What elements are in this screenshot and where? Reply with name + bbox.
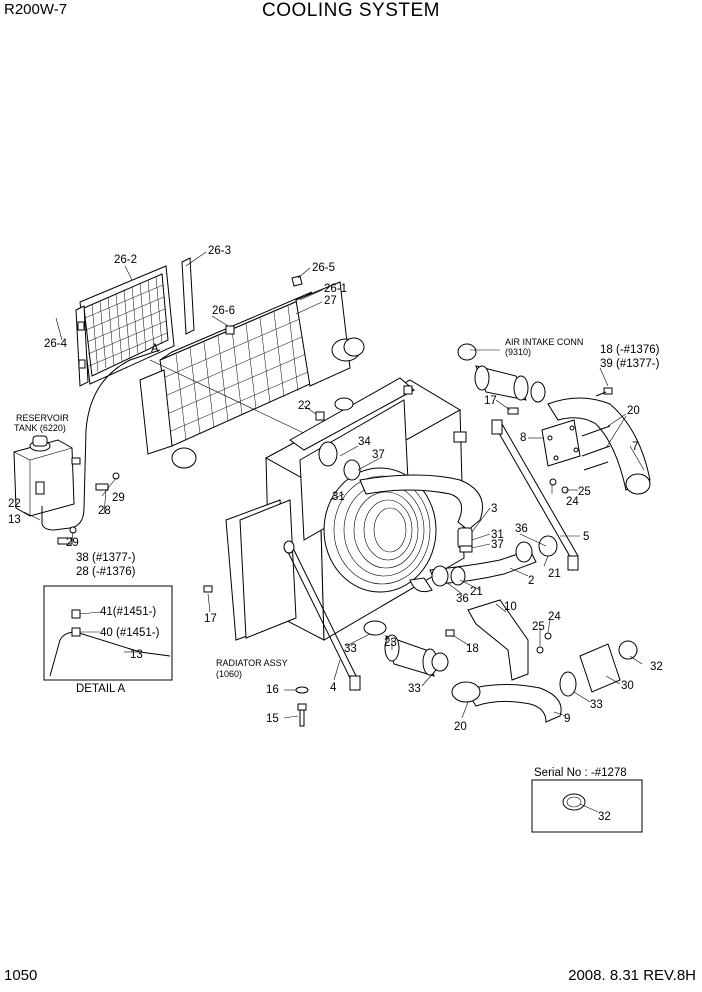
callout-23: 23 <box>384 637 397 649</box>
callout-25-top: 25 <box>578 486 591 498</box>
air-intake-conn-code: (9310) <box>505 347 531 357</box>
page-number: 1050 <box>4 967 38 984</box>
callout-2: 2 <box>528 575 534 587</box>
detail-a-caption: DETAIL A <box>76 683 126 695</box>
date-revision: 2008. 8.31 REV.8H <box>568 967 696 984</box>
callout-3: 3 <box>491 503 497 515</box>
model-code: R200W-7 <box>4 1 68 18</box>
callout-39: 39 (#1377-) <box>600 358 660 370</box>
callout-16: 16 <box>266 684 279 696</box>
callout-34: 34 <box>358 436 371 448</box>
callout-20-top: 20 <box>627 405 640 417</box>
radiator-assy-label: RADIATOR ASSY <box>216 658 288 668</box>
reservoir-code: TANK (6220) <box>14 423 66 433</box>
callout-22-cap: 22 <box>298 400 311 412</box>
callout-26-4: 26-4 <box>44 338 68 350</box>
callout-4: 4 <box>330 682 337 694</box>
callout-24-top: 24 <box>566 496 579 508</box>
page-title: COOLING SYSTEM <box>261 0 441 21</box>
radiator-assy-code: (1060) <box>216 669 242 679</box>
charge-air-cooler <box>75 257 365 469</box>
callout-20-bottom: 20 <box>454 721 467 733</box>
bolt-15 <box>295 686 309 727</box>
callout-31-right: 31 <box>491 529 504 541</box>
reservoir-tank <box>13 435 81 517</box>
rod-4 <box>285 547 353 683</box>
callout-21-mid: 21 <box>470 586 483 598</box>
reservoir-label: RESERVOIR <box>16 413 69 423</box>
callout-31-left: 31 <box>332 491 345 503</box>
callout-28-top: 28 <box>98 505 111 517</box>
callout-29-bottom: 29 <box>66 537 79 549</box>
radiator-assy <box>225 377 467 641</box>
callout-27: 27 <box>324 295 337 307</box>
callout-26-2: 26-2 <box>114 254 137 266</box>
callout-18: 18 (-#1376) <box>600 344 660 356</box>
callout-18-bottom: 18 <box>466 643 479 655</box>
callout-38: 38 (#1377-) <box>76 552 136 564</box>
callout-32-serial: 32 <box>598 811 611 823</box>
detail-a-box <box>43 585 173 681</box>
callout-41: 41(#1451-) <box>100 606 156 618</box>
callout-7: 7 <box>632 441 638 453</box>
callout-32: 32 <box>650 661 663 673</box>
callout-29-top: 29 <box>112 492 125 504</box>
callout-24-bottom: 24 <box>548 611 561 623</box>
leader-lines <box>23 251 645 813</box>
callout-33-mid: 33 <box>408 683 421 695</box>
callout-8: 8 <box>520 432 526 444</box>
callout-15: 15 <box>266 713 279 725</box>
serial-box <box>531 779 643 833</box>
callout-25-bottom: 25 <box>532 621 545 633</box>
callout-10: 10 <box>504 601 517 613</box>
callout-a: A <box>151 343 159 355</box>
callout-5: 5 <box>583 531 589 543</box>
callout-26-3: 26-3 <box>208 245 231 257</box>
callout-26-1: 26-1 <box>324 283 347 295</box>
air-intake-conn <box>457 343 651 495</box>
callout-13: 13 <box>8 514 21 526</box>
callout-37-right: 37 <box>491 539 504 551</box>
callout-26-6: 26-6 <box>212 305 235 317</box>
serial-no-label: Serial No : -#1278 <box>534 767 627 779</box>
callout-37-top: 37 <box>372 449 385 461</box>
callout-26-5: 26-5 <box>312 262 335 274</box>
callout-17-top: 17 <box>484 395 497 407</box>
callout-30: 30 <box>621 680 634 692</box>
callout-28-bottom: 28 (-#1376) <box>76 566 136 578</box>
callout-36-top: 36 <box>515 523 528 535</box>
callout-40: 40 (#1451-) <box>100 627 160 639</box>
callout-13-detail: 13 <box>130 649 143 661</box>
callout-17-bottom: 17 <box>204 613 217 625</box>
hose-13 <box>41 349 161 531</box>
callout-33-left: 33 <box>344 643 357 655</box>
callout-33-right: 33 <box>590 699 603 711</box>
rod-5 <box>495 427 573 561</box>
callout-9: 9 <box>564 713 570 725</box>
air-intake-conn-label: AIR INTAKE CONN <box>505 337 583 347</box>
lower-pipe-assy <box>363 599 638 723</box>
callout-22-res: 22 <box>8 498 21 510</box>
callout-21-right: 21 <box>548 568 561 580</box>
callout-36-bottom: 36 <box>456 593 469 605</box>
